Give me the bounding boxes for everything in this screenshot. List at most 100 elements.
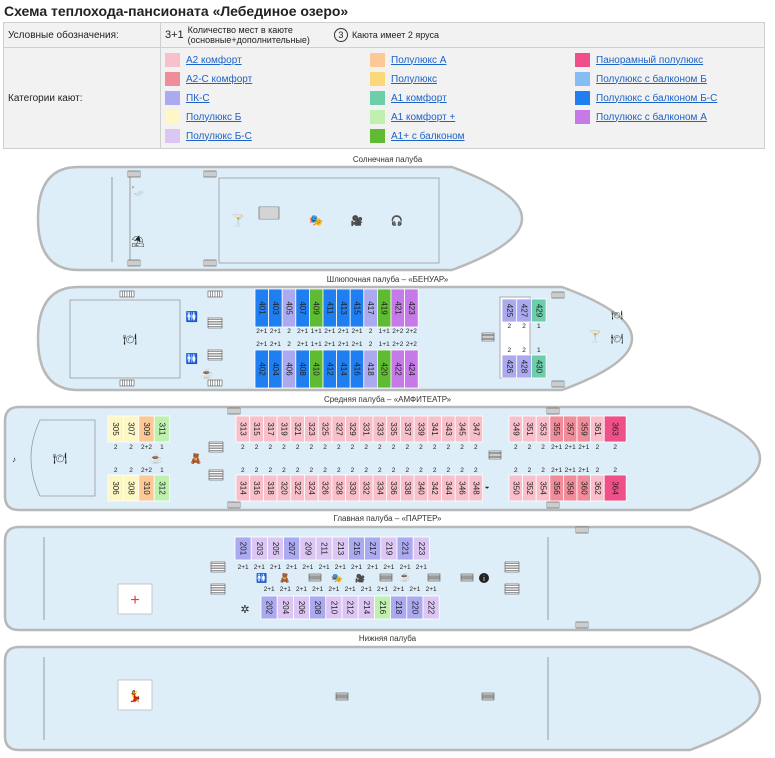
stairs-icon	[203, 170, 217, 178]
cabin-312[interactable]	[153, 474, 170, 502]
cabin-number: 329	[348, 422, 357, 436]
category-link[interactable]: А1 комфорт	[391, 92, 447, 104]
stairs-icon	[335, 692, 349, 701]
stairs-icon	[210, 583, 226, 595]
music-note-icon: ♪	[12, 455, 16, 464]
cabin-number: 323	[307, 422, 316, 436]
stairs-icon	[227, 501, 241, 509]
cabin-capacity: 2	[378, 444, 382, 451]
cabin-number: 212	[346, 601, 355, 615]
cabin-number: 356	[552, 481, 561, 495]
legend-category: А2 комфорт	[165, 53, 370, 67]
cabin-capacity: 2	[268, 467, 272, 474]
cabin-capacity: 2+2	[141, 444, 152, 451]
legend-category: Полулюкс А	[370, 53, 575, 67]
cabin-capacity: 2	[514, 444, 518, 451]
cabin-capacity: 2+1	[367, 564, 378, 571]
cabin-number: 220	[410, 601, 419, 615]
cabin-number: 316	[252, 481, 261, 495]
cabin-number: 362	[593, 481, 602, 495]
cabin-capacity: 2	[282, 467, 286, 474]
cabin-number: 334	[375, 481, 384, 495]
cabin-number: 417	[366, 301, 375, 315]
cabin-430[interactable]	[531, 354, 547, 379]
cabin-number: 429	[534, 304, 543, 318]
cabin-364[interactable]	[603, 474, 627, 502]
category-link[interactable]: Полулюкс А	[391, 54, 447, 66]
cabin-number: 210	[329, 601, 338, 615]
cabin-number: 331	[362, 422, 371, 436]
deck-title-boat: Шлюпочная палуба – «БЕНУАР»	[326, 275, 449, 284]
category-link[interactable]: Полулюкс с балконом А	[596, 111, 707, 123]
stairs-icon	[427, 573, 441, 582]
cabin-423[interactable]	[404, 288, 419, 328]
cabin-capacity: 2+1	[270, 564, 281, 571]
cabin-223[interactable]	[412, 536, 430, 561]
iron-icon: 🎥	[355, 573, 365, 583]
cabin-number: 208	[313, 601, 322, 615]
legend-symbols: 3+1 Количество мест в каюте (основные+до…	[160, 22, 765, 48]
cabin-424[interactable]	[404, 349, 419, 389]
stairs-icon	[208, 441, 224, 453]
cabin-number: 317	[266, 422, 275, 436]
cabin-number: 206	[297, 601, 306, 615]
cabin-number: 324	[307, 481, 316, 495]
cabin-number: 204	[281, 601, 290, 615]
cabin-347[interactable]	[468, 415, 483, 443]
category-link[interactable]: А2-С комфорт	[186, 73, 253, 85]
cabin-capacity: 2+1	[400, 564, 411, 571]
category-link[interactable]: Полулюкс с балконом Б	[596, 73, 707, 85]
swan-icon: 🦢	[131, 184, 146, 198]
category-link[interactable]: А1 комфорт +	[391, 111, 456, 123]
cabin-number: 360	[579, 481, 588, 495]
category-link[interactable]: ПК-С	[186, 92, 210, 104]
cabin-number: 353	[539, 422, 548, 436]
cabin-number: 215	[352, 542, 361, 556]
coffee-icon: ☕	[399, 571, 410, 582]
category-link[interactable]: Панорамный полулюкс	[596, 54, 704, 66]
cabin-capacity: 2+1	[319, 564, 330, 571]
cabin-capacity: 2+1	[256, 341, 267, 348]
cabin-number: 414	[339, 362, 348, 376]
cabin-311[interactable]	[153, 415, 170, 443]
cabin-capacity: 2	[433, 467, 437, 474]
cabin-capacity: 2+1	[328, 586, 339, 593]
cabin-capacity: 2+1	[297, 328, 308, 335]
cabin-number: 218	[394, 601, 403, 615]
cabin-number: 342	[430, 481, 439, 495]
cabin-capacity: 2	[351, 467, 355, 474]
cabin-capacity: 2	[364, 444, 368, 451]
cabin-capacity: 2+2	[392, 341, 403, 348]
cabin-number: 325	[321, 422, 330, 436]
cabin-capacity: 2	[378, 467, 382, 474]
cabin-capacity: 2	[296, 444, 300, 451]
category-link[interactable]: А1+ с балконом	[391, 130, 465, 142]
category-link[interactable]: Полулюкс	[391, 73, 437, 85]
category-link[interactable]: Полулюкс Б-С	[186, 130, 252, 142]
medical-room	[117, 583, 153, 615]
cabin-222[interactable]	[422, 595, 440, 620]
category-link[interactable]: Полулюкс с балконом Б-С	[596, 92, 718, 104]
cabin-capacity: 2+1	[361, 586, 372, 593]
legend-category: Полулюкс Б-С	[165, 129, 370, 143]
cabin-number: 361	[593, 422, 602, 436]
cabin-number: 313	[238, 422, 247, 436]
cabin-number: 364	[611, 481, 620, 495]
cabin-363[interactable]	[603, 415, 627, 443]
category-link[interactable]: Полулюкс Б	[186, 111, 242, 123]
cabin-capacity: 2	[596, 444, 600, 451]
category-swatch	[165, 72, 180, 86]
cabin-number: 337	[403, 422, 412, 436]
category-swatch	[370, 91, 385, 105]
cabin-348[interactable]	[468, 474, 483, 502]
cabin-capacity: 2	[460, 444, 464, 451]
cabin-number: 332	[362, 481, 371, 495]
cabin-capacity: 2+2	[141, 467, 152, 474]
category-link[interactable]: А2 комфорт	[186, 54, 242, 66]
wc-icon: 🚻	[186, 352, 198, 365]
cabin-number: 211	[320, 542, 329, 555]
cabin-429[interactable]	[531, 298, 547, 323]
stairs-icon	[460, 573, 474, 582]
wc-icon: 🚻	[256, 572, 267, 583]
cabin-capacity: 2+1	[351, 564, 362, 571]
